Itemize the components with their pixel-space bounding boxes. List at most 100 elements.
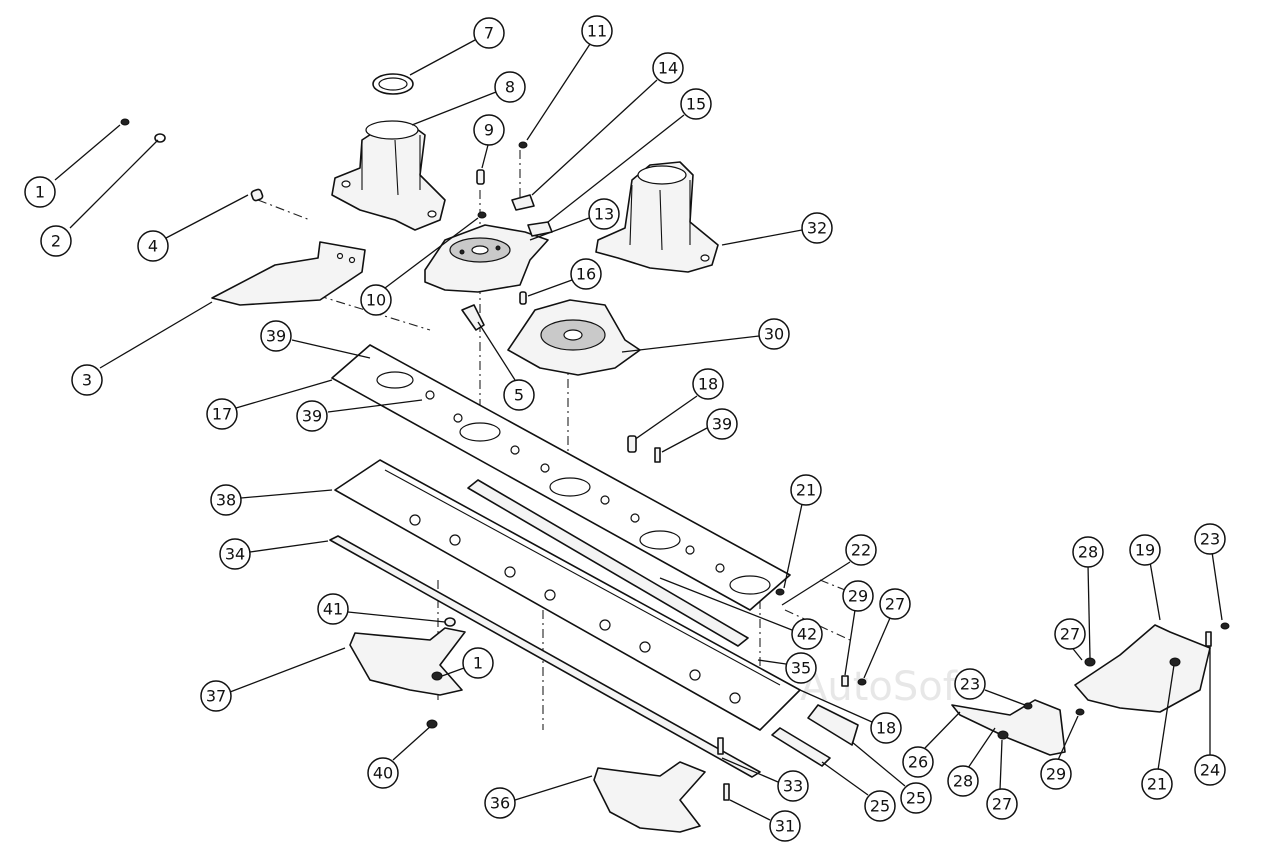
svg-text:21: 21 (796, 481, 816, 500)
callout-41: 41 (317, 593, 446, 625)
svg-text:41: 41 (323, 600, 343, 619)
svg-text:32: 32 (807, 219, 827, 238)
bearing-housing-8 (331, 120, 446, 231)
strip-34 (329, 535, 761, 778)
svg-text:25: 25 (870, 797, 890, 816)
svg-text:1: 1 (35, 183, 45, 202)
svg-text:25: 25 (906, 789, 926, 808)
o-ring-7 (372, 73, 414, 95)
callout-16: 16 (527, 258, 602, 297)
callout-3: 3 (71, 301, 213, 396)
svg-text:13: 13 (594, 205, 614, 224)
callout-23-b: 23 (1194, 523, 1226, 621)
svg-text:2: 2 (51, 232, 61, 251)
svg-text:14: 14 (658, 59, 678, 78)
callout-27-a: 27 (863, 588, 911, 679)
svg-text:28: 28 (1078, 543, 1098, 562)
callout-26: 26 (902, 711, 961, 778)
fasteners-bottom (426, 435, 1230, 801)
svg-text:26: 26 (908, 753, 928, 772)
svg-text:5: 5 (514, 386, 524, 405)
svg-text:19: 19 (1135, 541, 1155, 560)
callout-23-a: 23 (954, 668, 1026, 706)
svg-text:34: 34 (225, 545, 245, 564)
svg-text:42: 42 (797, 625, 817, 644)
callout-5: 5 (477, 321, 535, 411)
skid-37 (349, 627, 466, 696)
fasteners-top (120, 118, 528, 331)
svg-text:18: 18 (698, 375, 718, 394)
callout-15: 15 (547, 88, 712, 223)
svg-text:31: 31 (775, 817, 795, 836)
svg-text:36: 36 (490, 794, 510, 813)
callout-18-upper: 18 (633, 368, 724, 441)
svg-text:7: 7 (484, 24, 494, 43)
svg-text:1: 1 (473, 654, 483, 673)
callout-39-a: 39 (260, 320, 371, 359)
svg-text:21: 21 (1147, 775, 1167, 794)
callout-14: 14 (531, 52, 684, 196)
centerlines (257, 150, 871, 730)
callout-42: 42 (659, 577, 823, 650)
svg-text:27: 27 (992, 795, 1012, 814)
skid-36 (593, 761, 706, 833)
callout-31: 31 (729, 799, 801, 842)
callout-25-b: 25 (851, 741, 932, 814)
callout-18-lower: 18 (799, 689, 902, 744)
bracket-3 (211, 241, 366, 306)
callout-2: 2 (40, 139, 159, 257)
svg-text:27: 27 (885, 595, 905, 614)
flange-30 (507, 299, 641, 376)
svg-text:24: 24 (1200, 761, 1220, 780)
svg-text:23: 23 (1200, 530, 1220, 549)
svg-text:16: 16 (576, 265, 596, 284)
cutter-bar-17 (331, 344, 791, 611)
callout-37: 37 (200, 647, 346, 712)
svg-text:29: 29 (1046, 765, 1066, 784)
svg-text:18: 18 (876, 719, 896, 738)
svg-text:33: 33 (783, 777, 803, 796)
part-15-plate (527, 221, 553, 237)
svg-text:11: 11 (587, 22, 607, 41)
svg-text:28: 28 (953, 772, 973, 791)
callout-30: 30 (621, 318, 790, 353)
callout-40: 40 (367, 724, 433, 789)
callout-27-b: 27 (986, 739, 1018, 820)
guard-19 (1074, 624, 1211, 713)
callout-19: 19 (1129, 534, 1161, 621)
svg-text:27: 27 (1060, 625, 1080, 644)
callout-36: 36 (484, 775, 593, 819)
callout-29-a: 29 (842, 580, 874, 676)
callout-17: 17 (206, 379, 333, 430)
svg-text:15: 15 (686, 95, 706, 114)
bracket-25 (771, 704, 859, 767)
svg-text:39: 39 (266, 327, 286, 346)
svg-text:40: 40 (373, 764, 393, 783)
callout-24: 24 (1194, 645, 1226, 786)
svg-text:8: 8 (505, 78, 515, 97)
svg-text:39: 39 (712, 415, 732, 434)
svg-text:4: 4 (148, 237, 158, 256)
callout-29-b: 29 (1040, 715, 1079, 790)
callout-1-lower: 1 (441, 647, 494, 679)
svg-text:17: 17 (212, 405, 232, 424)
callout-21-b: 21 (1141, 664, 1175, 800)
callout-38: 38 (210, 484, 333, 516)
callout-8: 8 (411, 71, 526, 126)
svg-text:23: 23 (960, 675, 980, 694)
callout-34: 34 (219, 538, 329, 570)
svg-text:29: 29 (848, 587, 868, 606)
flange-13 (424, 224, 549, 293)
callout-9: 9 (473, 114, 505, 169)
plate-38 (334, 459, 801, 731)
callout-25-a: 25 (821, 761, 896, 822)
svg-text:30: 30 (764, 325, 784, 344)
callout-4: 4 (137, 194, 249, 262)
part-14-plate (511, 194, 535, 211)
callout-28-b: 28 (1072, 536, 1104, 659)
callout-7: 7 (409, 17, 505, 76)
svg-text:37: 37 (206, 687, 226, 706)
callout-27-c: 27 (1054, 618, 1086, 661)
